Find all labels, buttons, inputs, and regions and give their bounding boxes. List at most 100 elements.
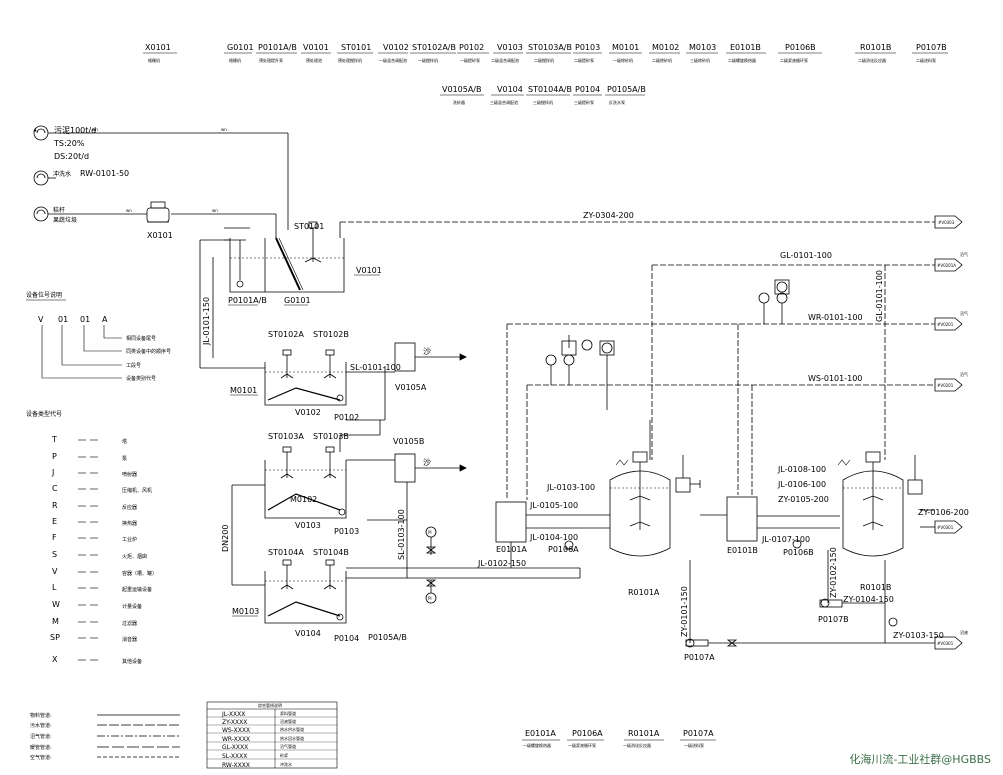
svg-text:计量设备: 计量设备 bbox=[122, 603, 142, 610]
svg-text:ST0102A: ST0102A bbox=[268, 330, 304, 339]
svg-text:ZY-0105-200: ZY-0105-200 bbox=[778, 495, 829, 504]
sludge-label: 污泥100t/d bbox=[54, 125, 96, 135]
svg-text:沼气管道:: 沼气管道: bbox=[30, 733, 52, 740]
hdr-tag: M0103 bbox=[689, 43, 716, 52]
svg-text:P0106B: P0106B bbox=[783, 548, 814, 557]
hdr-tag: P0102 bbox=[459, 43, 484, 52]
svg-text:PI: PI bbox=[428, 530, 432, 535]
hdr-tag: X0101 bbox=[145, 43, 171, 52]
hdr-desc: 二级螺旋换热器 bbox=[728, 57, 756, 63]
header-pipes: GL-0101-100 沼气 #V0201A GL-0101-100 WR-01… bbox=[506, 251, 968, 500]
svg-text:ZY-XXXX: ZY-XXXX bbox=[222, 719, 247, 726]
pressure-gauges-lower: PI PI bbox=[425, 526, 437, 604]
header-equipment-row2: V0105A/B 洗砂器 V0104 三级混合调配池 ST0104A/B 三级搅… bbox=[442, 85, 646, 105]
svg-text:沙: 沙 bbox=[423, 458, 431, 467]
svg-text:V0105B: V0105B bbox=[393, 437, 424, 446]
reactor-r0101a: R0101A bbox=[609, 451, 701, 597]
svg-text:JL-0105-100: JL-0105-100 bbox=[529, 501, 578, 510]
bottom-equipment: E0101A 一级螺旋换热器 P0106A 一级浆液循环泵 R0101A 一级消… bbox=[522, 729, 716, 748]
sand-washer-v0105a: V0105A 沙 bbox=[346, 342, 467, 421]
svg-text:起重运输设备: 起重运输设备 bbox=[122, 586, 152, 593]
hdr-tag: ST0104A/B bbox=[528, 85, 572, 94]
zy0304-label: ZY-0304-200 bbox=[583, 211, 634, 220]
svg-text:综合管线说明: 综合管线说明 bbox=[258, 702, 282, 708]
hdr-tag: ST0101 bbox=[341, 43, 371, 52]
svg-text:V0103: V0103 bbox=[295, 521, 321, 530]
svg-text:JL-0106-100: JL-0106-100 bbox=[777, 480, 826, 489]
svg-text:01: 01 bbox=[80, 315, 90, 324]
hdr-desc: 三级除砂机 bbox=[690, 57, 710, 63]
hdr-tag: P0107B bbox=[916, 43, 947, 52]
svg-text:同类设备中的顺序号: 同类设备中的顺序号 bbox=[126, 348, 171, 355]
svg-text:M: M bbox=[52, 617, 59, 626]
hdr-tag: M0101 bbox=[612, 43, 639, 52]
legend-line-types: 物料管道: 污水管道: 沼气管道: 暖管管道: 空气管道: bbox=[30, 712, 180, 761]
x0101-label: X0101 bbox=[147, 231, 173, 240]
svg-text:#V0201A: #V0201A bbox=[937, 263, 956, 268]
reactor-r0101b: R0101B ZY-0106-200 #V0301 bbox=[837, 451, 969, 592]
ds-label: DS:20t/d bbox=[54, 152, 89, 161]
svg-text:R0101A: R0101A bbox=[628, 588, 660, 597]
svg-text:wn: wn bbox=[126, 208, 132, 213]
svg-text:沼气: 沼气 bbox=[960, 371, 968, 377]
e0101a-pipe-labels: JL-0103-100 JL-0105-100 JL-0104-100 P010… bbox=[529, 483, 595, 554]
svg-text:一级浆液循环泵: 一级浆液循环泵 bbox=[568, 742, 596, 748]
heat-exchanger-e0101b: E0101B bbox=[700, 496, 840, 555]
svg-text:塔: 塔 bbox=[122, 438, 127, 445]
svg-text:JL-0102-150: JL-0102-150 bbox=[477, 559, 526, 568]
svg-text:P0104: P0104 bbox=[334, 634, 359, 643]
svg-text:R: R bbox=[52, 501, 58, 510]
mixing-tank-v0104 bbox=[232, 559, 580, 624]
legend-type-dashes bbox=[78, 439, 98, 661]
svg-text:WS-0101-100: WS-0101-100 bbox=[808, 374, 862, 383]
svg-text:泵: 泵 bbox=[122, 456, 127, 462]
svg-text:ZY-0103-150: ZY-0103-150 bbox=[893, 631, 944, 640]
pipe-zy0103: ZY-0103-150 沼液 #V0301 bbox=[893, 629, 968, 650]
heat-exchanger-e0101a: E0101A bbox=[495, 501, 610, 568]
svg-text:沼液: 沼液 bbox=[960, 629, 968, 635]
hdr-tag: P0103 bbox=[575, 43, 600, 52]
pump-p0107a: P0107A ZY-0101-150 bbox=[680, 560, 935, 662]
hdr-desc: 预处理提升泵 bbox=[259, 57, 283, 63]
svg-text:J: J bbox=[51, 468, 54, 477]
svg-text:相同设备尾号: 相同设备尾号 bbox=[126, 335, 156, 342]
svg-text:JL-0101-150: JL-0101-150 bbox=[202, 297, 211, 346]
svg-text:S: S bbox=[52, 550, 57, 559]
legend-tag: 设备位号说明 V 01 01 A 相同设备尾号 同类设备中的顺序号 工段号 设备… bbox=[26, 291, 171, 382]
hdr-tag: P0101A/B bbox=[258, 43, 297, 52]
hdr-desc: 二级搅拌机 bbox=[534, 57, 554, 63]
svg-text:RW-XXXX: RW-XXXX bbox=[222, 762, 250, 769]
input-streams bbox=[33, 125, 289, 238]
hdr-desc: 格栅机 bbox=[148, 57, 160, 63]
hdr-tag: P0104 bbox=[575, 85, 600, 94]
hdr-tag: ST0103A/B bbox=[528, 43, 572, 52]
hdr-tag: M0102 bbox=[652, 43, 679, 52]
watermark: 化海川流-工业社群@HGBBS bbox=[849, 753, 991, 766]
svg-text:P0103: P0103 bbox=[334, 527, 359, 536]
svg-text:热水回水管道: 热水回水管道 bbox=[280, 735, 304, 741]
hdr-desc: 洗砂器 bbox=[453, 99, 465, 105]
mixing-tank-v0102 bbox=[200, 349, 395, 406]
fruit-label: 果蔬垃圾 bbox=[53, 216, 77, 224]
g0101-label: G0101 bbox=[284, 296, 311, 305]
offpage-label: #V0303 bbox=[938, 220, 955, 225]
header-equipment-row1: X0101 格栅机 G0101 格栅机 P0101A/B 预处理提升泵 V010… bbox=[145, 43, 947, 63]
svg-text:污水管道:: 污水管道: bbox=[30, 722, 52, 729]
flush-line-label: RW-0101-50 bbox=[80, 169, 129, 178]
svg-text:#V0201: #V0201 bbox=[937, 322, 954, 327]
svg-text:ZY-0104-150: ZY-0104-150 bbox=[843, 595, 894, 604]
svg-text:WR-0101-100: WR-0101-100 bbox=[808, 313, 863, 322]
svg-text:P0105A/B: P0105A/B bbox=[368, 633, 407, 642]
hdr-tag: V0105A/B bbox=[442, 85, 482, 94]
svg-text:过滤器: 过滤器 bbox=[122, 620, 137, 627]
svg-text:反应器: 反应器 bbox=[122, 504, 137, 511]
svg-text:物料管道:: 物料管道: bbox=[30, 712, 52, 719]
svg-text:X: X bbox=[52, 655, 58, 664]
svg-text:P0107B: P0107B bbox=[818, 615, 849, 624]
hdr-desc: 格栅机 bbox=[229, 57, 241, 63]
v0101-label: V0101 bbox=[356, 266, 382, 275]
pipe-zy0304: ZY-0304-200 #V0303 bbox=[339, 211, 963, 238]
svg-text:A: A bbox=[102, 315, 108, 324]
svg-text:L: L bbox=[52, 583, 57, 592]
